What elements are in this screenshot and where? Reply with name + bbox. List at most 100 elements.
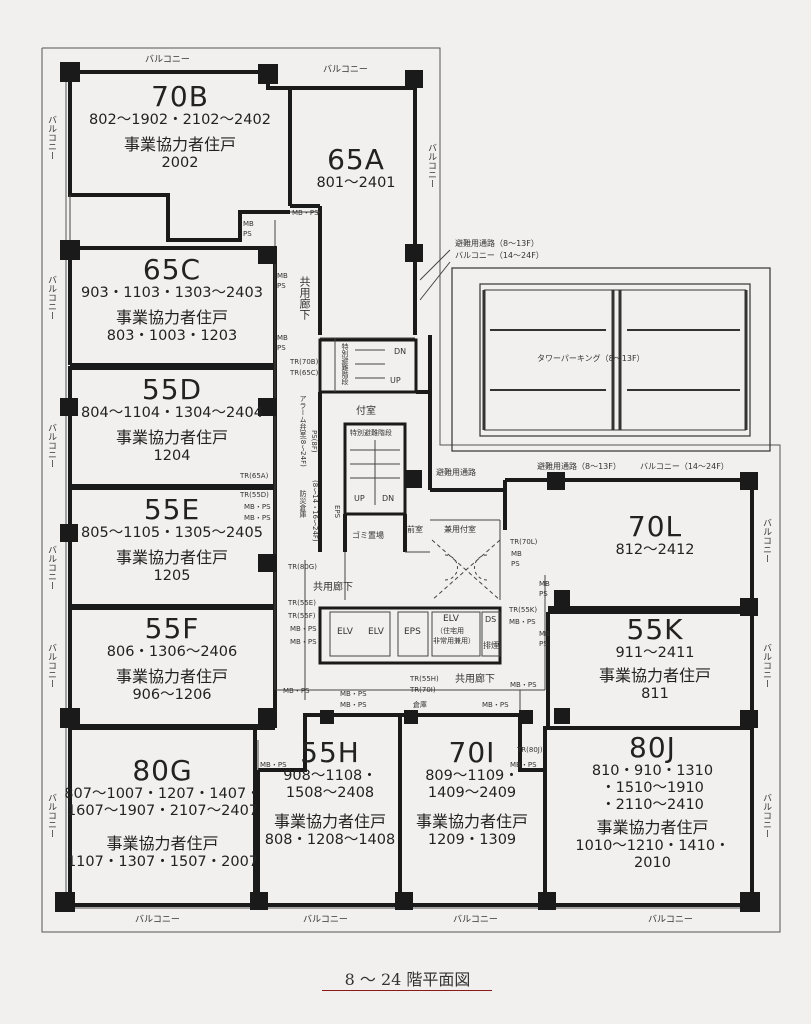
- unit-65c: 65C 903・1103・1303〜2403 事業協力者住戸 803・1003・…: [72, 255, 272, 345]
- unit-range-line1: 807〜1007・1207・1407・: [64, 786, 261, 802]
- fire-store-floors-label: (8〜14・16〜24F): [311, 480, 319, 542]
- unit-range-line1: 810・910・1310: [591, 763, 714, 779]
- unit-range: 806・1306〜2406: [106, 644, 238, 660]
- unit-name: 70B: [151, 80, 209, 113]
- tower-parking: [451, 267, 771, 452]
- tr-65a-label: TR(65A): [240, 472, 269, 480]
- tr-55e-label: TR(55E): [288, 599, 316, 607]
- special-stair-label: 特別避難階段: [350, 429, 392, 437]
- unit-range-line2: 1607〜1907・2107〜2407: [66, 803, 259, 819]
- elv-res-label-1: ELV: [443, 614, 459, 624]
- elv-label-2: ELV: [368, 627, 384, 637]
- up-label-1: UP: [390, 376, 401, 385]
- unit-name: 65C: [142, 253, 202, 286]
- tr-70b-label: TR(70B): [290, 358, 319, 366]
- mb-label-2: MB: [277, 272, 288, 280]
- unit-65a: 65A 801〜2401: [300, 145, 412, 192]
- fire-store-label: 防災倉庫: [299, 490, 307, 518]
- unit-55k: 55K 911〜2411 事業協力者住戸 811: [570, 615, 740, 703]
- coop-label: 事業協力者住戸: [115, 548, 228, 567]
- mb-label-6: MB: [539, 630, 550, 638]
- unit-70l: 70L 812〜2412: [570, 512, 740, 559]
- unit-range-line1: 809〜1109・: [425, 768, 519, 784]
- coop-range: 1107・1307・1507・2007: [66, 854, 259, 870]
- smoke-label: 排煙: [483, 641, 499, 650]
- coop-label: 事業協力者住戸: [106, 834, 219, 853]
- evac-route-label-1: 避難用通路（8〜13F）: [455, 239, 539, 248]
- eps-vertical-label: EPS: [333, 505, 341, 519]
- eps-label: EPS: [404, 627, 421, 637]
- balcony-label-right-3: バルコニー: [760, 790, 773, 841]
- unit-name: 80J: [629, 731, 676, 764]
- coop-range: 811: [641, 686, 669, 702]
- up-label-2: UP: [354, 494, 365, 503]
- caption-underline: [322, 990, 492, 991]
- unit-name: 80G: [132, 754, 193, 787]
- corridor-vertical-label: 共用廊下: [298, 276, 311, 320]
- coop-label: 事業協力者住戸: [273, 812, 386, 831]
- ps-label-5: PS: [539, 590, 548, 598]
- unit-55h: 55H 908〜1108・ 1508〜2408 事業協力者住戸 808・1208…: [262, 738, 398, 849]
- elv-res-label-3: 非常用兼用）: [433, 637, 475, 645]
- balcony-label-65a: バルコニー: [425, 140, 438, 191]
- tr-55f-label: TR(55F): [288, 612, 316, 620]
- coop-range: 1205: [153, 568, 191, 584]
- mbps-label-7: MB・PS: [260, 761, 287, 769]
- tr-55d-label: TR(55D): [240, 491, 269, 499]
- unit-range: 805〜1105・1305〜2405: [81, 525, 263, 541]
- coop-range: 803・1003・1203: [106, 328, 238, 344]
- balcony-label-right-1: バルコニー: [760, 515, 773, 566]
- inner-lines: [69, 195, 546, 770]
- unit-range-line1: 908〜1108・: [283, 768, 377, 784]
- tr-70l-label: TR(70L): [510, 538, 538, 546]
- dn-label-2: DN: [382, 494, 395, 503]
- mbps-label-13: MB・PS: [509, 618, 536, 626]
- annex-label: 付室: [356, 406, 376, 417]
- unit-range-line3: ・2110〜2410: [601, 797, 704, 813]
- tr-70i-label: TR(70I): [410, 686, 436, 694]
- unit-name: 55D: [141, 373, 203, 406]
- unit-55e: 55E 805〜1105・1305〜2405 事業協力者住戸 1205: [72, 495, 272, 585]
- coop-range: 1204: [153, 448, 191, 464]
- unit-name: 65A: [327, 143, 385, 176]
- unit-70b: 70B 802〜1902・2102〜2402 事業協力者住戸 2002: [72, 82, 288, 172]
- balcony-label-left-4: バルコニー: [45, 542, 58, 593]
- evac-route-label-2: バルコニー（14〜24F）: [455, 251, 544, 260]
- evac-route-label-3: 避難用通路: [436, 468, 476, 477]
- unit-name: 55E: [143, 493, 201, 526]
- coop-label: 事業協力者住戸: [115, 308, 228, 327]
- balcony-label-bottom-3: バルコニー: [450, 912, 501, 925]
- balcony-label-bottom-4: バルコニー: [645, 912, 696, 925]
- dn-label-1: DN: [394, 347, 407, 356]
- coop-range: 1010〜1210・1410・2010: [575, 838, 730, 871]
- unit-80j: 80J 810・910・1310 ・1510〜1910 ・2110〜2410 事…: [560, 733, 745, 872]
- coop-label: 事業協力者住戸: [596, 818, 709, 837]
- unit-name: 55K: [626, 613, 684, 646]
- balcony-label-left-2: バルコニー: [45, 272, 58, 323]
- mbps-label-4: MB・PS: [290, 625, 317, 633]
- alarm-room-label: アラーム弁室(8〜24F): [299, 395, 307, 467]
- tr-80g-label: TR(80G): [288, 563, 317, 571]
- unit-range: 802〜1902・2102〜2402: [89, 112, 271, 128]
- coop-range: 2002: [161, 155, 199, 171]
- mb-label-5: MB: [539, 580, 550, 588]
- ps-label-6: PS: [539, 640, 548, 648]
- mbps-label-5: MB・PS: [290, 638, 317, 646]
- unit-name: 70I: [448, 736, 496, 769]
- mbps-label-8: MB・PS: [340, 690, 367, 698]
- balcony-14-label: バルコニー（14〜24F）: [640, 462, 729, 471]
- unit-range: 801〜2401: [316, 175, 396, 191]
- mbps-label-3: MB・PS: [244, 514, 271, 522]
- unit-range: 911〜2411: [615, 645, 695, 661]
- coop-label: 事業協力者住戸: [415, 812, 528, 831]
- unit-range-line2: 1409〜2409: [427, 785, 517, 801]
- tr-55k-label: TR(55K): [509, 606, 538, 614]
- ps-label-2: PS: [277, 282, 286, 290]
- unit-range-line2: 1508〜2408: [285, 785, 375, 801]
- evac-route-label-4: 避難用通路（8〜13F）: [537, 462, 621, 471]
- ps-label-1: PS: [243, 230, 252, 238]
- corridor-label-1: 共用廊下: [313, 582, 353, 593]
- mb-label-4: MB: [511, 550, 522, 558]
- balcony-label-top-1: バルコニー: [142, 52, 193, 65]
